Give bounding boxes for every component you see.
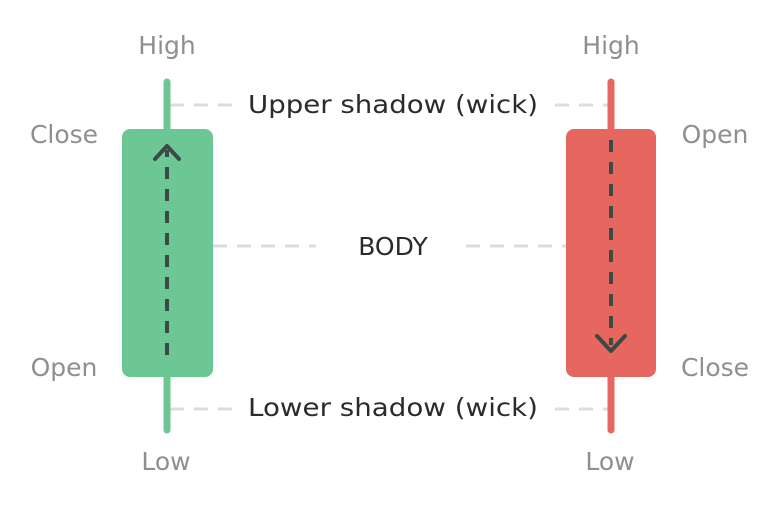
guide-lines bbox=[170, 103, 608, 411]
bullish-open-label: Open bbox=[31, 353, 98, 382]
bearish-candle bbox=[566, 78, 656, 434]
bullish-body bbox=[122, 129, 213, 377]
body-label: BODY bbox=[358, 232, 428, 261]
lower-shadow-label: Lower shadow (wick) bbox=[248, 393, 538, 422]
bearish-low-label: Low bbox=[585, 447, 634, 476]
arrow-up-icon bbox=[153, 144, 181, 161]
bearish-high-label: High bbox=[582, 31, 639, 60]
bearish-close-label: Close bbox=[681, 353, 749, 382]
bullish-candle bbox=[122, 78, 213, 434]
bullish-close-label: Close bbox=[30, 120, 98, 149]
bullish-high-label: High bbox=[138, 31, 195, 60]
bearish-open-label: Open bbox=[682, 120, 749, 149]
bullish-low-label: Low bbox=[141, 447, 190, 476]
upper-shadow-label: Upper shadow (wick) bbox=[248, 90, 538, 119]
arrow-down-icon bbox=[595, 334, 627, 353]
